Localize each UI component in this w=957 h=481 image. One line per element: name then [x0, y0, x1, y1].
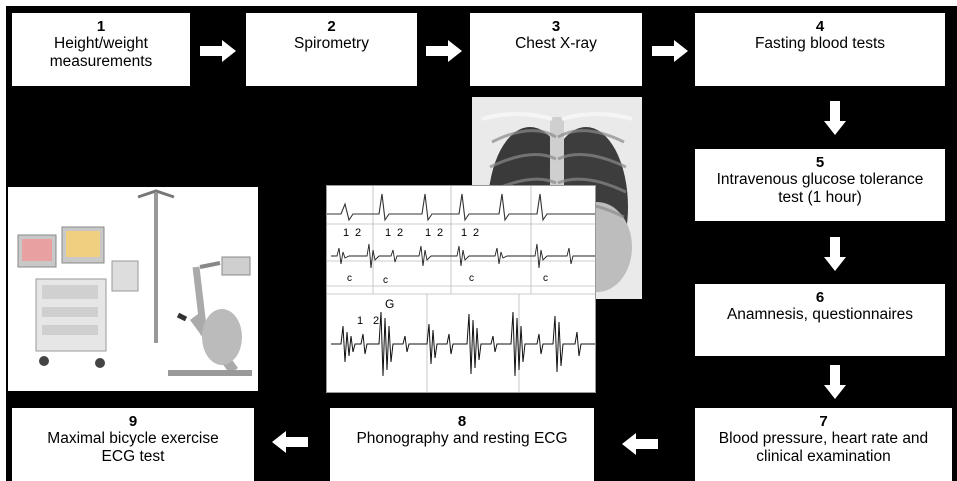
step-label: Phonography and resting ECG: [356, 430, 568, 447]
step-label: Blood pressure, heart rate and clinical …: [718, 430, 929, 465]
ecg-label-c: c: [383, 275, 388, 286]
step-label: Spirometry: [294, 35, 369, 52]
ecg-label-s2: 2: [355, 227, 361, 239]
ecg-label-s1: 1: [385, 227, 391, 239]
step-number: 5: [815, 154, 825, 171]
step-1-box: 1 Height/weight measurements: [12, 13, 190, 86]
ecg-label-s1: 1: [357, 315, 363, 327]
step-5-box: 5 Intravenous glucose tolerance test (1 …: [695, 149, 945, 221]
step-label: Anamnesis, questionnaires: [726, 306, 914, 323]
arrow-left-icon: [272, 431, 308, 453]
arrow-left-icon: [622, 433, 658, 455]
step-label: Fasting blood tests: [754, 35, 886, 52]
step-7-box: 7 Blood pressure, heart rate and clinica…: [695, 408, 952, 481]
arrow-right-icon: [652, 40, 688, 62]
ecg-label-c: c: [469, 273, 474, 284]
phonocardiogram-image: 1 2 1 2 1 2 1 2 c c c c G 1 2: [326, 185, 596, 393]
step-number: 3: [551, 18, 561, 35]
step-number: 8: [457, 413, 467, 430]
step-number: 4: [815, 18, 825, 35]
arrow-down-icon: [824, 237, 846, 271]
step-number: 9: [128, 413, 138, 430]
step-6-box: 6 Anamnesis, questionnaires: [695, 284, 945, 356]
step-label: Chest X-ray: [515, 35, 597, 52]
ecg-label-c: c: [543, 273, 548, 284]
step-label: Height/weight measurements: [49, 35, 153, 70]
step-number: 7: [819, 413, 828, 430]
ecg-label-s1: 1: [461, 227, 467, 239]
step-number: 6: [815, 289, 825, 306]
arrow-right-icon: [200, 40, 236, 62]
ecg-label-s1: 1: [425, 227, 431, 239]
step-3-box: 3 Chest X-ray: [470, 13, 642, 86]
arrow-right-icon: [426, 40, 462, 62]
step-4-box: 4 Fasting blood tests: [695, 13, 945, 86]
ecg-label-s2: 2: [373, 315, 379, 327]
arrow-down-icon: [824, 101, 846, 135]
ecg-label-c: c: [347, 273, 352, 284]
ecg-label-g: G: [385, 297, 394, 311]
ecg-label-s2: 2: [397, 227, 403, 239]
step-8-box: 8 Phonography and resting ECG: [330, 408, 594, 481]
ecg-label-s2: 2: [437, 227, 443, 239]
arrow-down-icon: [824, 365, 846, 399]
step-number: 2: [327, 18, 336, 35]
step-number: 1: [96, 18, 106, 35]
step-label: Intravenous glucose tolerance test (1 ho…: [716, 171, 924, 206]
ecg-label-s1: 1: [343, 227, 349, 239]
ecg-label-s2: 2: [473, 227, 479, 239]
step-9-box: 9 Maximal bicycle exercise ECG test: [12, 408, 254, 481]
step-2-box: 2 Spirometry: [246, 13, 417, 86]
step-label: Maximal bicycle exercise ECG test: [47, 430, 219, 465]
exercise-ecg-equipment-image: [8, 187, 258, 391]
